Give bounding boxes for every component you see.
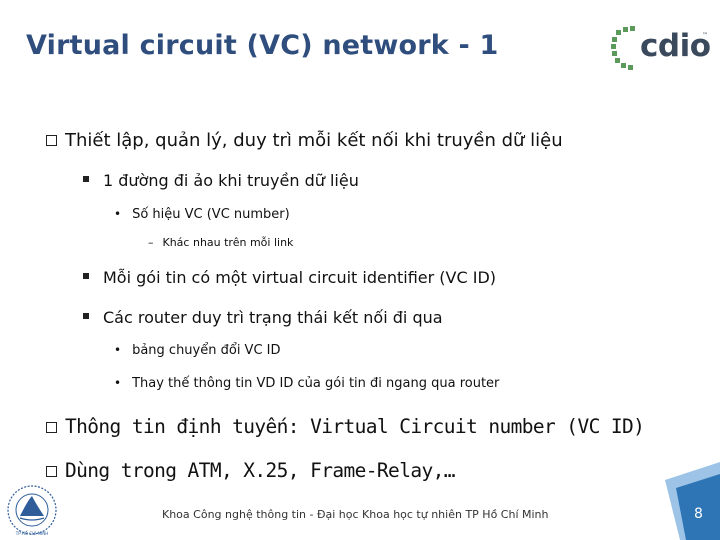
- checkbox-bullet-icon: [46, 466, 57, 477]
- university-seal-icon: TP HỒ CHÍ MINH: [7, 485, 57, 536]
- square-bullet-icon: [83, 273, 89, 279]
- bullet-1-1-1: • Số hiệu VC (VC number): [114, 207, 290, 222]
- checkbox-bullet-icon: [46, 135, 57, 146]
- bullet-1: Thiết lập, quản lý, duy trì mỗi kết nối …: [46, 130, 563, 151]
- bullet-1-1-1-1: –Khác nhau trên mỗi link: [148, 236, 293, 249]
- footer-text: Khoa Công nghệ thông tin - Đại học Khoa …: [162, 508, 549, 521]
- dash-bullet-icon: –: [148, 236, 154, 249]
- square-bullet-icon: [83, 313, 89, 319]
- dot-bullet-icon: •: [114, 343, 122, 357]
- bullet-1-1: 1 đường đi ảo khi truyền dữ liệu: [83, 171, 359, 190]
- bullet-2-text: Thông tin định tuyến: Virtual Circuit nu…: [65, 415, 645, 438]
- bullet-1-3-1-text: bảng chuyển đổi VC ID: [132, 343, 281, 358]
- checkbox-bullet-icon: [46, 422, 57, 433]
- bullet-3: Dùng trong ATM, X.25, Frame-Relay,…: [46, 459, 456, 482]
- bullet-1-3-2: • Thay thế thông tin VD ID của gói tin đi…: [114, 376, 499, 391]
- bullet-1-3-1: • bảng chuyển đổi VC ID: [114, 343, 281, 358]
- cdio-logo-text: cdio: [640, 28, 711, 64]
- dot-bullet-icon: •: [114, 207, 122, 221]
- seal-label: TP HỒ CHÍ MINH: [15, 531, 48, 536]
- slide-title: Virtual circuit (VC) network - 1: [26, 30, 499, 61]
- bullet-1-text: Thiết lập, quản lý, duy trì mỗi kết nối …: [65, 130, 563, 151]
- bullet-1-2-text: Mỗi gói tin có một virtual circuit ident…: [103, 268, 497, 287]
- bullet-2: Thông tin định tuyến: Virtual Circuit nu…: [46, 415, 645, 438]
- bullet-1-1-text: 1 đường đi ảo khi truyền dữ liệu: [103, 171, 359, 190]
- cdio-ring-icon: [611, 26, 635, 70]
- bullet-1-3-text: Các router duy trì trạng thái kết nối đi…: [103, 308, 443, 327]
- bullet-1-2: Mỗi gói tin có một virtual circuit ident…: [83, 268, 496, 287]
- page-number: 8: [694, 506, 703, 522]
- bullet-3-text: Dùng trong ATM, X.25, Frame-Relay,…: [65, 459, 456, 482]
- cdio-logo: cdio ™: [610, 24, 711, 74]
- bullet-1-3-2-text: Thay thế thông tin VD ID của gói tin đi …: [132, 376, 500, 391]
- square-bullet-icon: [83, 176, 89, 182]
- bullet-1-3: Các router duy trì trạng thái kết nối đi…: [83, 308, 443, 327]
- bullet-1-1-1-text: Số hiệu VC (VC number): [132, 207, 290, 222]
- bullet-1-1-1-1-text: Khác nhau trên mỗi link: [162, 236, 294, 249]
- dot-bullet-icon: •: [114, 376, 122, 390]
- cdio-logo-tm: ™: [702, 32, 708, 39]
